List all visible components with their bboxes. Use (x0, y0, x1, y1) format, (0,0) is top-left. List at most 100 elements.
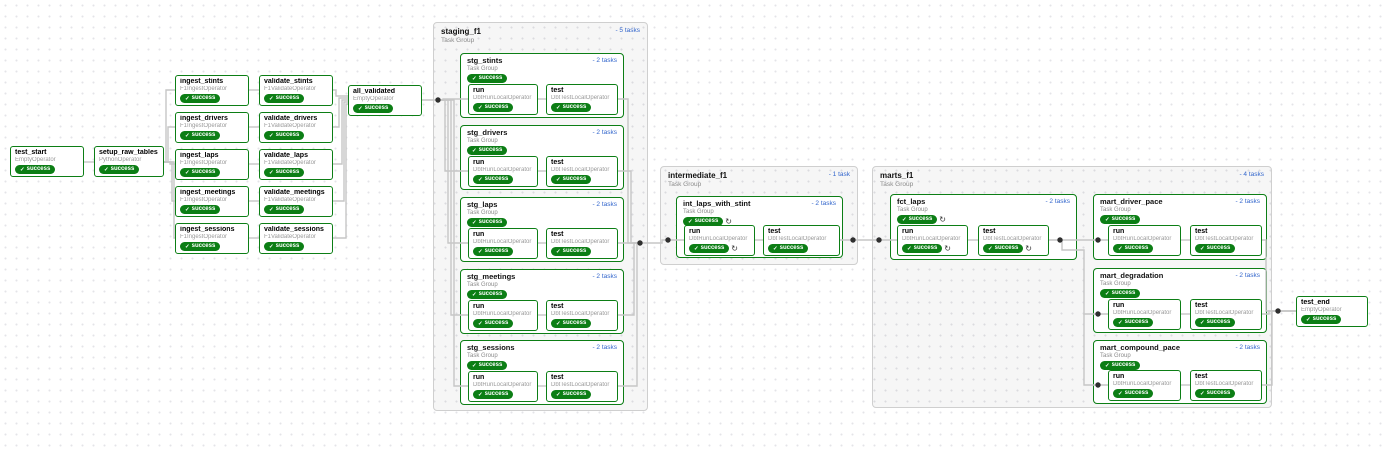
task-operator: PythonOperator (99, 157, 142, 163)
task-node-stg_drivers-run[interactable]: run DbtRunLocalOperator ✓success (468, 156, 538, 187)
status-text: success (478, 362, 503, 368)
collapse-tasks-button[interactable]: - 2 tasks (592, 129, 617, 136)
task-node-mart_degradation-test[interactable]: test DbtTestLocalOperator ✓success (1190, 299, 1262, 330)
collapse-tasks-button[interactable]: - 1 task (828, 171, 850, 178)
collapse-tasks-button[interactable]: - 2 tasks (592, 201, 617, 208)
collapse-tasks-button[interactable]: - 2 tasks (1235, 272, 1260, 279)
task-node-mart_degradation-run[interactable]: run DbtRunLocalOperator ✓success (1108, 299, 1181, 330)
task-operator: DbtRunLocalOperator (1113, 381, 1172, 387)
group-subtitle: Task Group (880, 181, 914, 188)
task-node-test_start[interactable]: test_start EmptyOperator ✓success (10, 146, 84, 177)
task-node-ingest_meetings[interactable]: ingest_meetings F1IngestOperator ✓succes… (175, 186, 249, 217)
collapse-tasks-button[interactable]: - 2 tasks (592, 273, 617, 280)
check-icon: ✓ (773, 245, 778, 252)
outer-group-marts_f1[interactable]: marts_f1 - 4 tasks Task Group (872, 166, 1272, 408)
group-title: marts_f1 (880, 171, 914, 180)
task-node-stg_laps-test[interactable]: test DbtTestLocalOperator ✓success (546, 228, 618, 259)
task-node-all_validated[interactable]: all_validated EmptyOperator ✓success (348, 85, 422, 116)
group-title: mart_driver_pace (1100, 197, 1163, 206)
group-title: stg_meetings (467, 272, 516, 281)
group-title: stg_stints (467, 56, 503, 65)
task-operator: DbtRunLocalOperator (473, 311, 532, 317)
collapse-tasks-button[interactable]: - 2 tasks (1235, 344, 1260, 351)
task-node-ingest_laps[interactable]: ingest_laps F1IngestOperator ✓success (175, 149, 249, 180)
task-node-stg_laps-run[interactable]: run DbtRunLocalOperator ✓success (468, 228, 538, 259)
status-text: success (562, 391, 587, 397)
collapse-tasks-button[interactable]: - 2 tasks (1235, 198, 1260, 205)
task-node-stg_drivers-test[interactable]: test DbtTestLocalOperator ✓success (546, 156, 618, 187)
group-subtitle: Task Group (1100, 207, 1131, 213)
task-operator: EmptyOperator (15, 157, 56, 163)
task-node-stg_stints-test[interactable]: test DbtTestLocalOperator ✓success (546, 84, 618, 115)
task-operator: DbtTestLocalOperator (1195, 381, 1254, 387)
check-icon: ✓ (1118, 245, 1123, 252)
task-name: run (689, 228, 701, 235)
task-node-validate_drivers[interactable]: validate_drivers F1ValidateOperator ✓suc… (259, 112, 333, 143)
task-node-setup_raw_tables[interactable]: setup_raw_tables PythonOperator ✓success (94, 146, 164, 177)
status-badge: ✓success (99, 165, 140, 174)
status-text: success (562, 320, 587, 326)
status-badge: ✓success (473, 103, 514, 112)
check-icon: ✓ (478, 391, 483, 398)
task-node-mart_driver_pace-test[interactable]: test DbtTestLocalOperator ✓success (1190, 225, 1262, 256)
status-text: success (1124, 245, 1149, 251)
task-node-int_laps_with_stint-test[interactable]: test DbtTestLocalOperator ✓success (763, 225, 840, 256)
task-name: validate_laps (264, 152, 308, 159)
check-icon: ✓ (269, 243, 274, 250)
check-icon: ✓ (1200, 390, 1205, 397)
task-node-stg_meetings-test[interactable]: test DbtTestLocalOperator ✓success (546, 300, 618, 331)
task-node-validate_stints[interactable]: validate_stints F1ValidateOperator ✓succ… (259, 75, 333, 106)
task-operator: F1IngestOperator (180, 86, 228, 92)
task-node-stg_sessions-run[interactable]: run DbtRunLocalOperator ✓success (468, 371, 538, 402)
collapse-tasks-button[interactable]: - 2 tasks (811, 200, 836, 207)
task-operator: F1IngestOperator (180, 197, 228, 203)
task-node-ingest_stints[interactable]: ingest_stints F1IngestOperator ✓success (175, 75, 249, 106)
collapse-tasks-button[interactable]: - 2 tasks (592, 57, 617, 64)
task-node-test_end[interactable]: test_end EmptyOperator ✓success (1296, 296, 1368, 327)
task-node-validate_sessions[interactable]: validate_sessions F1ValidateOperator ✓su… (259, 223, 333, 254)
check-icon: ✓ (1118, 319, 1123, 326)
task-name: run (1113, 302, 1125, 309)
task-name: run (473, 159, 485, 166)
task-node-ingest_drivers[interactable]: ingest_drivers F1IngestOperator ✓success (175, 112, 249, 143)
task-node-mart_compound_pace-test[interactable]: test DbtTestLocalOperator ✓success (1190, 370, 1262, 401)
task-node-ingest_sessions[interactable]: ingest_sessions F1IngestOperator ✓succes… (175, 223, 249, 254)
status-text: success (191, 132, 216, 138)
task-operator: DbtRunLocalOperator (689, 236, 748, 242)
task-operator: DbtRunLocalOperator (473, 382, 532, 388)
outer-group-staging_f1[interactable]: staging_f1 - 5 tasks Task Group (433, 22, 648, 411)
collapse-tasks-button[interactable]: - 4 tasks (1239, 171, 1264, 178)
check-icon: ✓ (472, 219, 477, 226)
collapse-tasks-button[interactable]: - 2 tasks (1045, 198, 1070, 205)
status-text: success (562, 104, 587, 110)
task-node-int_laps_with_stint-run[interactable]: run DbtRunLocalOperator ✓success↻ (684, 225, 755, 256)
task-operator: DbtRunLocalOperator (902, 236, 961, 242)
task-node-mart_driver_pace-run[interactable]: run DbtRunLocalOperator ✓success (1108, 225, 1181, 256)
collapse-tasks-button[interactable]: - 2 tasks (592, 344, 617, 351)
check-icon: ✓ (556, 320, 561, 327)
status-text: success (484, 391, 509, 397)
check-icon: ✓ (269, 95, 274, 102)
task-operator: DbtRunLocalOperator (1113, 310, 1172, 316)
status-text: success (1124, 390, 1149, 396)
check-icon: ✓ (694, 245, 699, 252)
collapse-tasks-button[interactable]: - 5 tasks (615, 27, 640, 34)
task-node-fct_laps-test[interactable]: test DbtTestLocalOperator ✓success↻ (978, 225, 1049, 256)
outer-group-intermediate_f1[interactable]: intermediate_f1 - 1 task Task Group (660, 166, 858, 265)
task-node-stg_sessions-test[interactable]: test DbtTestLocalOperator ✓success (546, 371, 618, 402)
task-operator: EmptyOperator (1301, 307, 1342, 313)
task-node-mart_compound_pace-run[interactable]: run DbtRunLocalOperator ✓success (1108, 370, 1181, 401)
group-title: stg_laps (467, 200, 498, 209)
task-node-validate_laps[interactable]: validate_laps F1ValidateOperator ✓succes… (259, 149, 333, 180)
task-node-validate_meetings[interactable]: validate_meetings F1ValidateOperator ✓su… (259, 186, 333, 217)
task-name: validate_stints (264, 78, 313, 85)
task-name: run (473, 87, 485, 94)
task-operator: F1ValidateOperator (264, 123, 316, 129)
check-icon: ✓ (556, 248, 561, 255)
status-badge: ✓success (768, 244, 809, 253)
task-node-fct_laps-run[interactable]: run DbtRunLocalOperator ✓success↻ (897, 225, 968, 256)
task-node-stg_meetings-run[interactable]: run DbtRunLocalOperator ✓success (468, 300, 538, 331)
task-node-stg_stints-run[interactable]: run DbtRunLocalOperator ✓success (468, 84, 538, 115)
status-text: success (484, 248, 509, 254)
